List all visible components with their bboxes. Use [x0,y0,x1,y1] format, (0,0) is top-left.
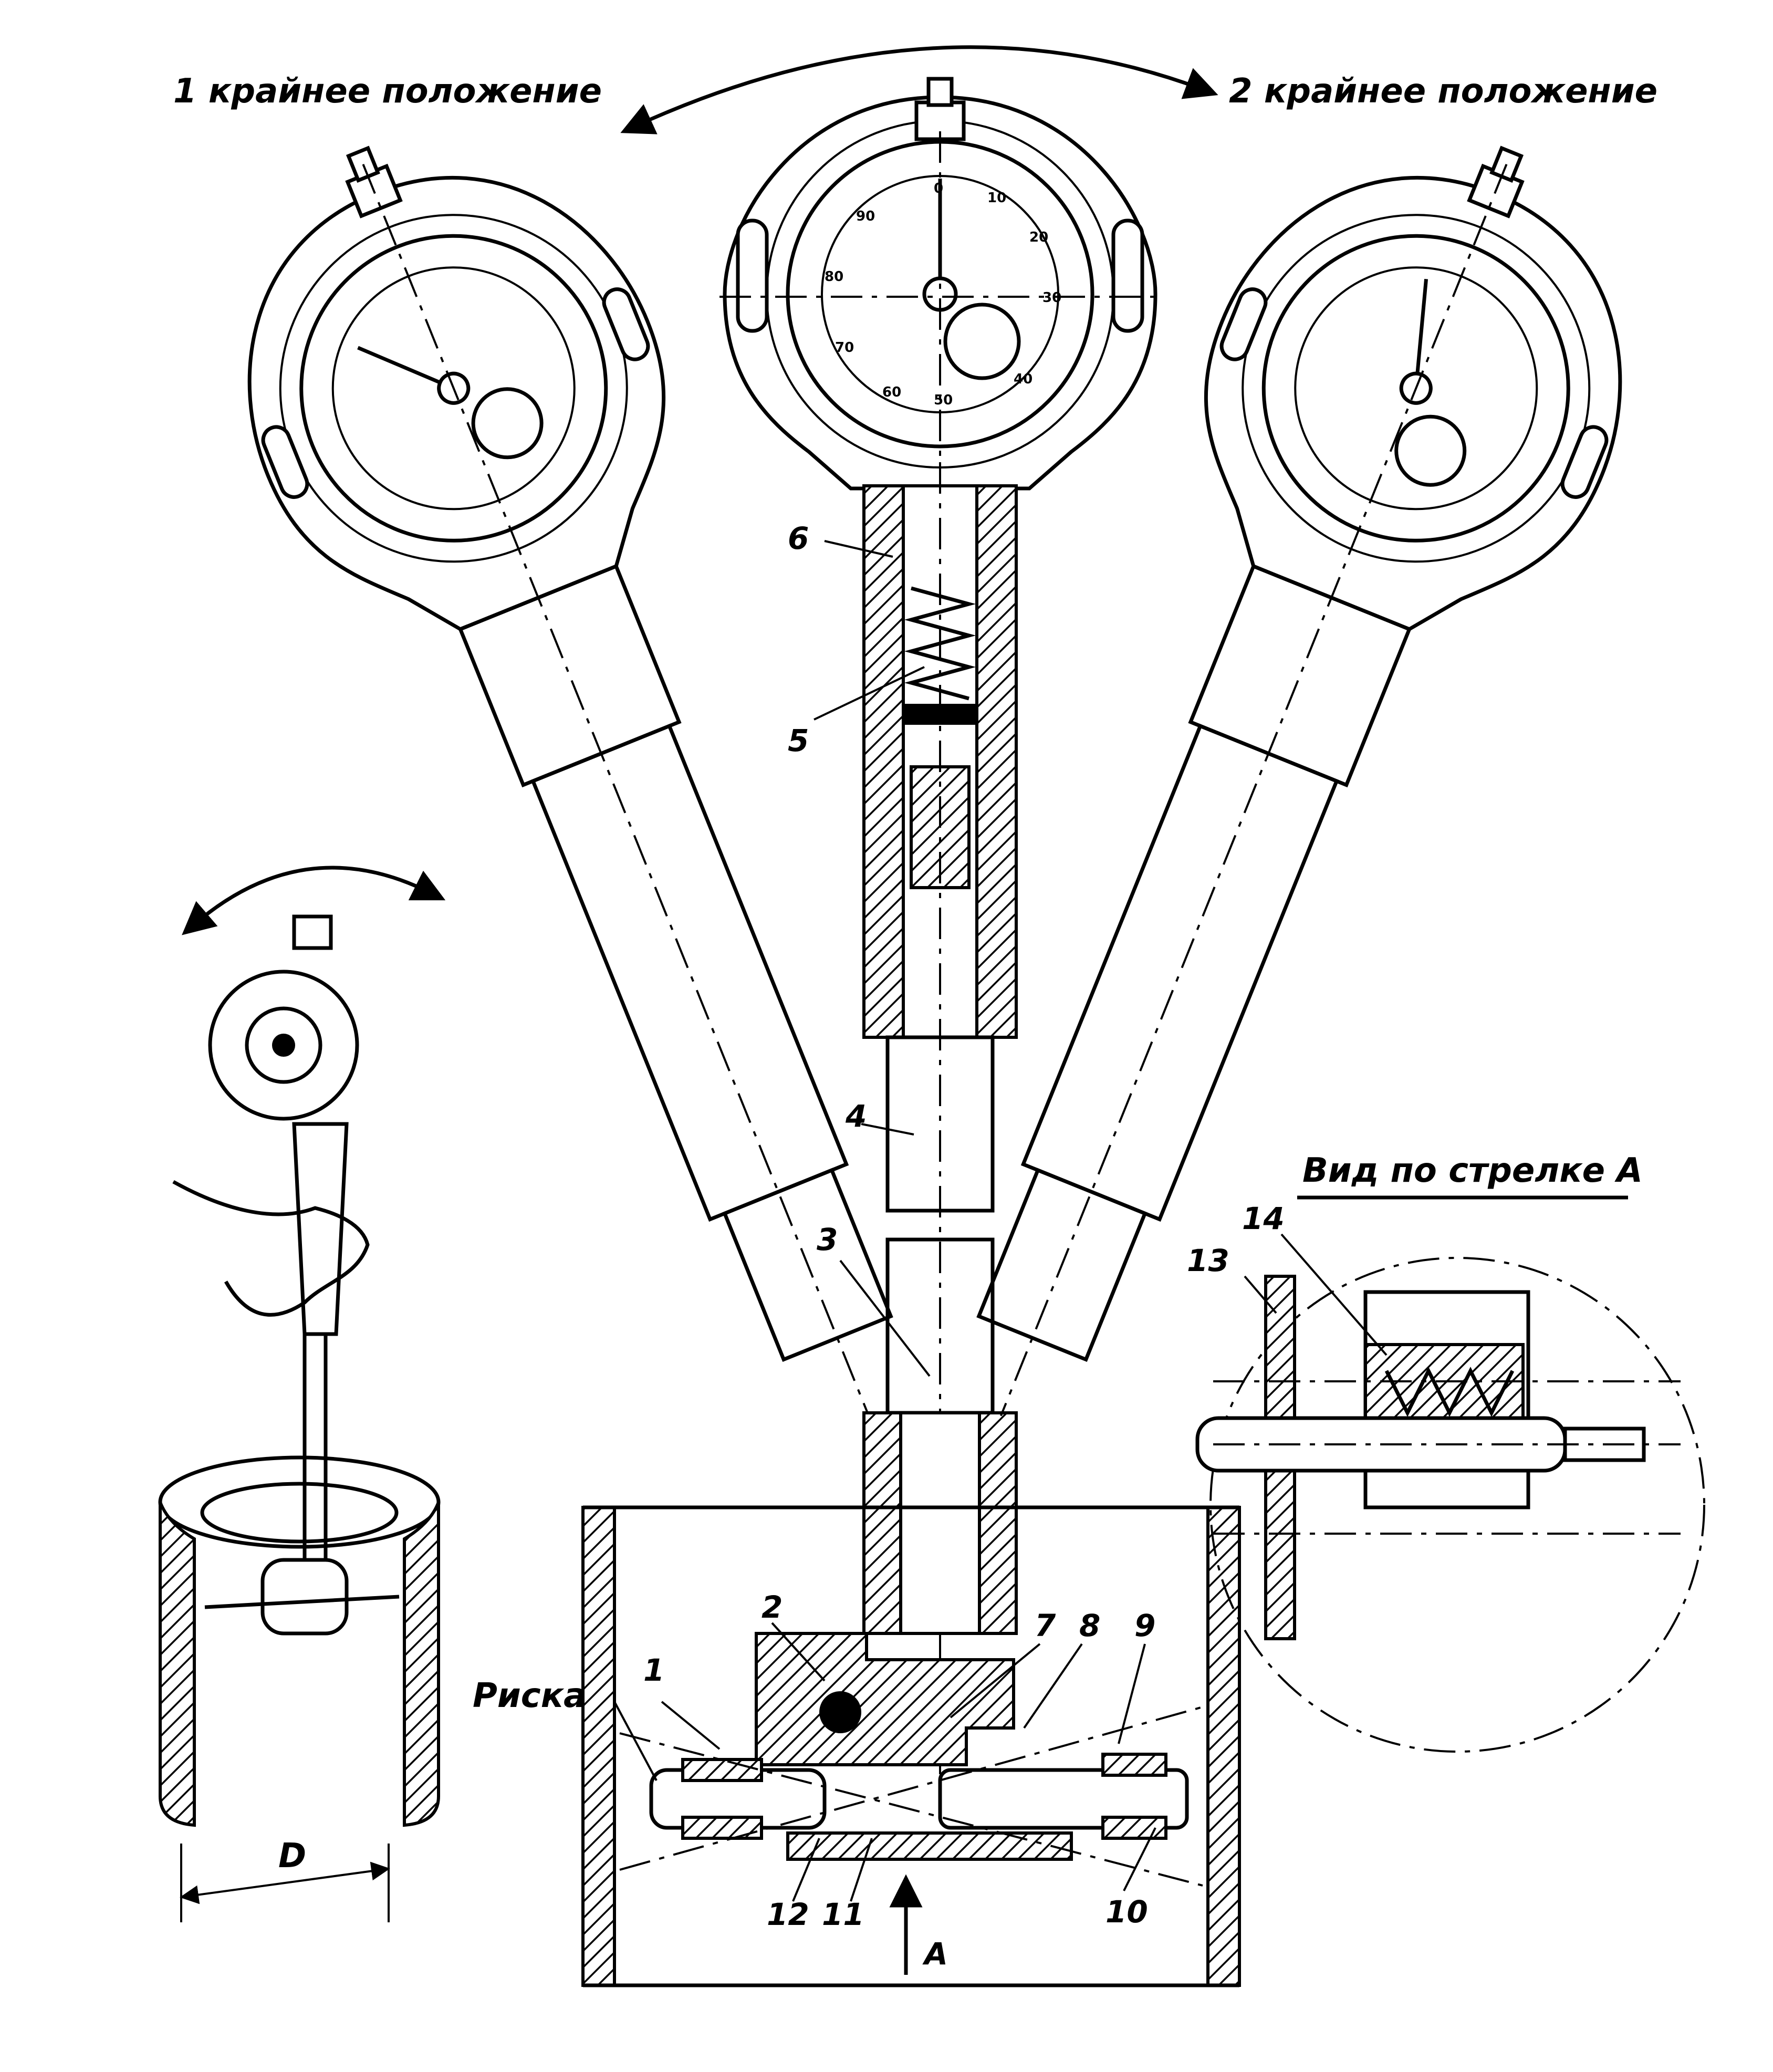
part-label-9: 9 [1134,1608,1155,1643]
dial-mark-0: 0 [934,181,943,196]
part-label-1: 1 [643,1652,664,1688]
part-label-5: 5 [788,723,809,758]
part-label-2: 2 [762,1589,783,1625]
label-diameter: D [278,1837,306,1876]
gauge-position-1 [247,145,893,1417]
gauge-position-2 [976,145,1622,1417]
pivot-2 [819,1691,861,1733]
center-stem-section [862,462,1018,1781]
dial-mark-50: 50 [934,392,953,408]
dial-mark-60: 60 [882,384,901,400]
dial-mark-90: 90 [856,209,875,224]
part-label-13: 13 [1187,1243,1229,1278]
part-label-8: 8 [1079,1608,1100,1643]
diameter-dimension [180,1861,390,1904]
dial-mark-40: 40 [1014,371,1032,387]
swing-arrow [620,45,1218,134]
part-label-7: 7 [1035,1608,1056,1643]
part-label-12: 12 [767,1897,809,1932]
label-position-1: 1 крайнее положение [173,72,602,111]
part-label-11: 11 [822,1897,864,1932]
dial-mark-10: 10 [987,190,1006,206]
leader-lines [613,540,1388,1902]
label-view-a: Вид по стрелке А [1302,1151,1643,1190]
label-arrow-a: А [922,1936,948,1972]
center-dial-scale: 0 10 20 30 40 50 60 70 80 90 [825,181,1061,408]
label-position-2: 2 крайнее положение [1229,72,1657,111]
gauge-center [719,77,1161,491]
part-label-3: 3 [817,1222,838,1257]
rocking-arrow [182,866,446,935]
part-label-14: 14 [1242,1201,1285,1236]
dial-mark-70: 70 [835,340,854,356]
part-label-6: 6 [788,520,809,556]
part-label-10: 10 [1105,1894,1148,1930]
workpiece-bore-section [581,1505,1241,1987]
hand-held-gauge-sketch [158,866,446,1922]
part-label-4: 4 [845,1098,867,1134]
label-riska: Риска [473,1677,586,1715]
dial-mark-30: 30 [1042,290,1061,306]
dial-mark-20: 20 [1029,230,1048,245]
view-a-inset [1195,1195,1705,1753]
dial-mark-80: 80 [825,269,843,285]
